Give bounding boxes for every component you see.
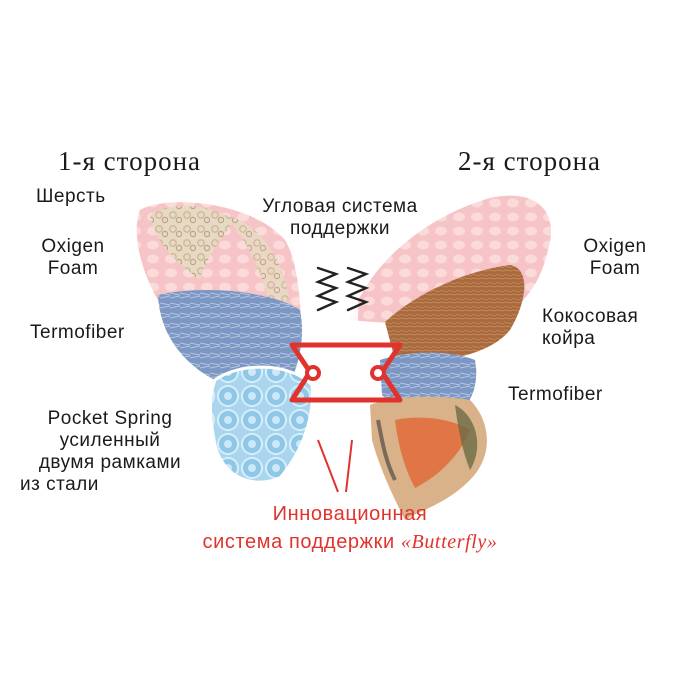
left-wing bbox=[136, 202, 314, 484]
label-oxigen-left-line2: Foam bbox=[47, 258, 99, 279]
label-oxigen-foam-right: Oxigen Foam bbox=[570, 236, 660, 280]
label-termofiber-left: Termofiber bbox=[30, 322, 125, 343]
caption-line2: система поддержки «Butterfly» bbox=[170, 528, 530, 556]
side-1-heading: 1-я сторона bbox=[58, 146, 202, 176]
butterfly-caption: Инновационная система поддержки «Butterf… bbox=[170, 500, 530, 556]
label-oxigen-left-line1: Oxigen bbox=[41, 236, 105, 257]
label-corner-support: Угловая система поддержки bbox=[240, 196, 440, 240]
wool-layer-edge bbox=[225, 215, 290, 305]
coconut-coir-layer bbox=[385, 265, 525, 362]
label-coconut-line2: койра bbox=[542, 328, 596, 349]
wool-layer bbox=[150, 205, 235, 280]
label-corner-support-line1: Угловая система bbox=[262, 196, 418, 217]
caption-line1: Инновационная bbox=[272, 503, 428, 525]
label-oxigen-foam-left: Oxigen Foam bbox=[30, 236, 116, 280]
corner-support-springs bbox=[314, 266, 370, 312]
label-oxigen-right-line2: Foam bbox=[589, 258, 641, 279]
label-wool: Шерсть bbox=[36, 186, 106, 207]
caption-leader-lines bbox=[317, 439, 353, 493]
pocket-spring-layer bbox=[208, 365, 314, 484]
label-coconut-line1: Кокосовая bbox=[542, 306, 639, 327]
label-pocket-spring: Pocket Spring усиленный двумя рамками из… bbox=[20, 408, 200, 496]
label-termofiber-right: Termofiber bbox=[508, 384, 603, 405]
label-pocket-line1: Pocket Spring bbox=[47, 408, 173, 429]
right-wing bbox=[350, 195, 551, 520]
caption-brand-name: «Butterfly» bbox=[400, 531, 498, 553]
decorative-textile-shadow bbox=[455, 405, 478, 470]
decorative-textile-accent bbox=[395, 417, 470, 488]
side-2-heading: 2-я сторона bbox=[458, 146, 602, 176]
label-coconut-coir: Кокосовая койра bbox=[542, 306, 638, 350]
termofiber-layer-left bbox=[158, 290, 303, 385]
label-oxigen-right-line1: Oxigen bbox=[583, 236, 647, 257]
label-corner-support-line2: поддержки bbox=[290, 218, 390, 239]
butterfly-frame-hooks bbox=[305, 365, 386, 381]
caption-line2-text: система поддержки bbox=[202, 531, 401, 553]
label-pocket-line2: усиленный bbox=[59, 430, 161, 451]
label-pocket-line3: двумя рамками bbox=[38, 452, 182, 473]
label-pocket-line4: из стали bbox=[20, 474, 99, 495]
